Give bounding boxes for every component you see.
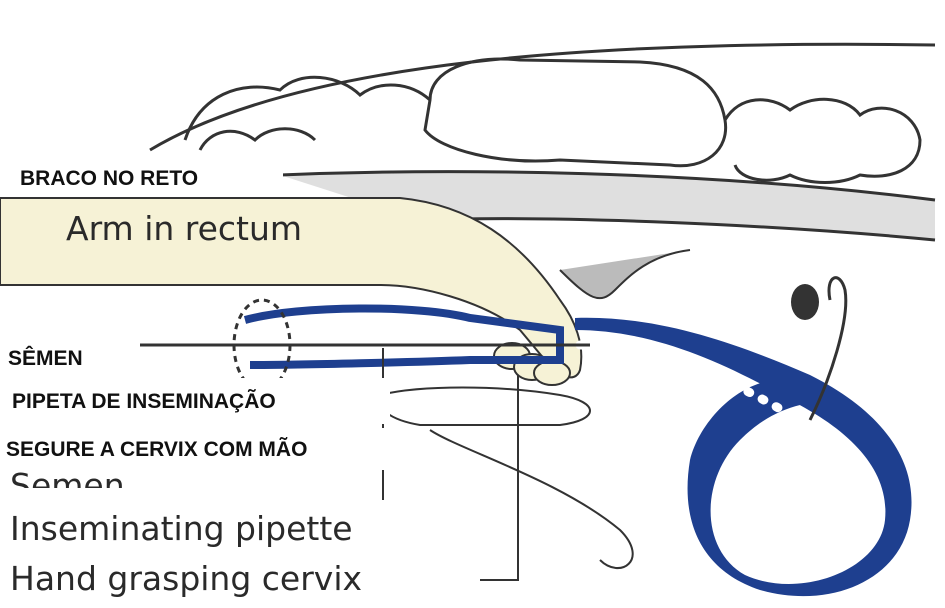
bladder-outline xyxy=(379,388,590,426)
label-pt-hand-text: SEGURE A CERVIX COM MÃO xyxy=(6,438,307,461)
label-en-pipette: Inseminating pipette xyxy=(10,512,353,545)
label-en-hand: Hand grasping cervix xyxy=(10,562,362,595)
label-pt-arm: BRACO NO RETO xyxy=(3,158,283,196)
label-pt-hand: SEGURE A CERVIX COM MÃO xyxy=(0,428,410,470)
lower-outline xyxy=(430,430,633,568)
uterine-horn xyxy=(575,318,912,596)
label-pt-pipette: PIPETA DE INSEMINAÇÃO xyxy=(0,378,390,424)
label-en-semen: Semen xyxy=(10,468,125,488)
label-pt-arm-text: BRACO NO RETO xyxy=(20,167,198,190)
label-en-arm: Arm in rectum xyxy=(66,212,302,245)
label-pt-semen: SÊMEN xyxy=(0,345,140,375)
label-pt-semen-text: SÊMEN xyxy=(8,347,83,370)
label-pt-pipette-text: PIPETA DE INSEMINAÇÃO xyxy=(12,390,276,413)
ovary xyxy=(791,284,819,320)
